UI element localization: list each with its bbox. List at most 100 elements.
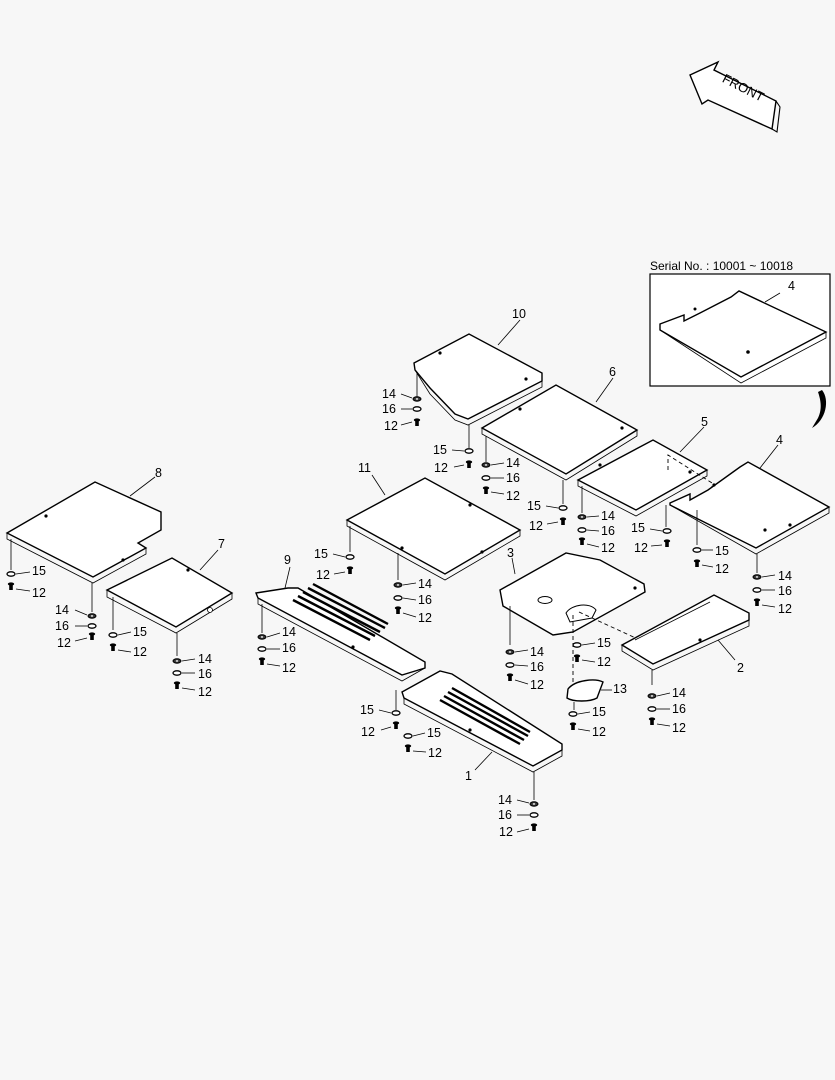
hw-label-14: 14 <box>198 652 212 666</box>
hardware-stack-6b: 15 12 <box>527 499 568 533</box>
plate-3: 3 <box>499 546 646 700</box>
hw-label-14: 14 <box>601 509 615 523</box>
hw-label-14: 14 <box>282 625 296 639</box>
serial-inset: Serial No. : 10001 ~ 10018 4 <box>649 259 831 428</box>
hw-label-14: 14 <box>418 577 432 591</box>
plate-7: 7 <box>105 537 234 656</box>
hw-label-15: 15 <box>433 443 447 457</box>
hw-label-12: 12 <box>672 721 686 735</box>
hw-label-12: 12 <box>57 636 71 650</box>
part-label-4: 4 <box>776 433 783 447</box>
hw-label-12: 12 <box>506 489 520 503</box>
hw-label-16: 16 <box>382 402 396 416</box>
hardware-stack-8a: 15 12 <box>6 564 46 600</box>
hw-label-16: 16 <box>601 524 615 538</box>
part-label-11: 11 <box>358 461 371 475</box>
part-label-10: 10 <box>512 307 526 321</box>
hardware-stack-1a: 15 12 <box>360 703 401 739</box>
hw-label-15: 15 <box>631 521 645 535</box>
hw-label-14: 14 <box>672 686 686 700</box>
hardware-stack-3b: 15 12 <box>572 636 611 669</box>
hw-label-16: 16 <box>506 471 520 485</box>
plate-4: 4 <box>669 433 831 573</box>
part-label-5: 5 <box>701 415 708 429</box>
hw-label-15: 15 <box>133 625 147 639</box>
plate-6: 6 <box>480 365 639 504</box>
hw-label-14: 14 <box>778 569 792 583</box>
hardware-stack-6a: 14 16 12 <box>481 456 520 503</box>
hw-label-12: 12 <box>282 661 296 675</box>
hardware-stack-4a: 15 12 <box>692 544 729 576</box>
hw-label-15: 15 <box>360 703 374 717</box>
hw-label-16: 16 <box>418 593 432 607</box>
hw-label-14: 14 <box>55 603 69 617</box>
hw-label-14: 14 <box>382 387 396 401</box>
hw-label-12: 12 <box>530 678 544 692</box>
hw-label-12: 12 <box>592 725 606 739</box>
part-label-13: 13 <box>613 682 627 696</box>
hardware-stack-13: 15 12 <box>568 705 606 739</box>
hw-label-12: 12 <box>778 602 792 616</box>
plate-8: 8 <box>5 466 162 612</box>
part-label-7: 7 <box>218 537 225 551</box>
part-label-6: 6 <box>609 365 616 379</box>
plate-9: 9 <box>255 553 426 682</box>
hw-label-12: 12 <box>32 586 46 600</box>
hardware-stack-10b: 15 12 <box>433 443 474 475</box>
hw-label-12: 12 <box>198 685 212 699</box>
plate-11: 11 <box>345 461 522 581</box>
hw-label-15: 15 <box>527 499 541 513</box>
hardware-stack-4b: 14 16 12 <box>752 569 792 616</box>
hw-label-16: 16 <box>55 619 69 633</box>
part-label-1: 1 <box>465 769 472 783</box>
serial-note: Serial No. : 10001 ~ 10018 <box>650 259 793 273</box>
hw-label-15: 15 <box>314 547 328 561</box>
hw-label-14: 14 <box>506 456 520 470</box>
hw-label-12: 12 <box>715 562 729 576</box>
hw-label-12: 12 <box>316 568 330 582</box>
hardware-stack-11b: 14 16 12 <box>393 577 432 625</box>
hw-label-15: 15 <box>715 544 729 558</box>
plate-5: 5 <box>576 415 713 527</box>
hardware-stack-5a: 14 16 12 <box>577 509 615 555</box>
hw-label-15: 15 <box>32 564 46 578</box>
hardware-stack-7a: 15 12 <box>108 625 147 659</box>
plate-1: 1 <box>395 670 563 800</box>
hw-label-12: 12 <box>418 611 432 625</box>
hw-label-16: 16 <box>778 584 792 598</box>
hw-label-16: 16 <box>498 808 512 822</box>
cover-13: 13 <box>566 679 627 710</box>
mounting-holes <box>44 351 792 732</box>
hardware-stack-11a: 15 12 <box>314 547 355 582</box>
hw-label-15: 15 <box>427 726 441 740</box>
part-label-8: 8 <box>155 466 162 480</box>
hw-label-15: 15 <box>592 705 606 719</box>
hardware-stack-9: 14 16 12 <box>257 625 296 675</box>
hw-label-12: 12 <box>428 746 442 760</box>
part-label-4-inset: 4 <box>788 279 795 293</box>
hw-label-16: 16 <box>198 667 212 681</box>
hw-label-12: 12 <box>434 461 448 475</box>
hw-label-14: 14 <box>498 793 512 807</box>
hardware-stack-2: 14 16 12 <box>647 686 686 735</box>
hw-label-16: 16 <box>282 641 296 655</box>
plate-10: 10 <box>413 307 543 448</box>
louver-slots-9 <box>292 582 389 642</box>
hw-label-12: 12 <box>499 825 513 839</box>
hw-label-14: 14 <box>530 645 544 659</box>
part-label-3: 3 <box>507 546 514 560</box>
part-label-2: 2 <box>737 661 744 675</box>
hardware-stack-5b: 15 12 <box>631 521 672 555</box>
hardware-stack-10a: 14 16 12 <box>382 387 422 433</box>
hw-label-12: 12 <box>133 645 147 659</box>
hw-label-12: 12 <box>597 655 611 669</box>
hardware-stack-1b: 15 12 <box>403 726 442 760</box>
hw-label-12: 12 <box>634 541 648 555</box>
hardware-stack-8b: 14 16 12 <box>55 603 97 650</box>
louver-slots-1 <box>439 686 531 746</box>
hw-label-12: 12 <box>361 725 375 739</box>
plate-2: 2 <box>620 594 750 685</box>
hw-label-12: 12 <box>529 519 543 533</box>
part-label-9: 9 <box>284 553 291 567</box>
hw-label-12: 12 <box>601 541 615 555</box>
